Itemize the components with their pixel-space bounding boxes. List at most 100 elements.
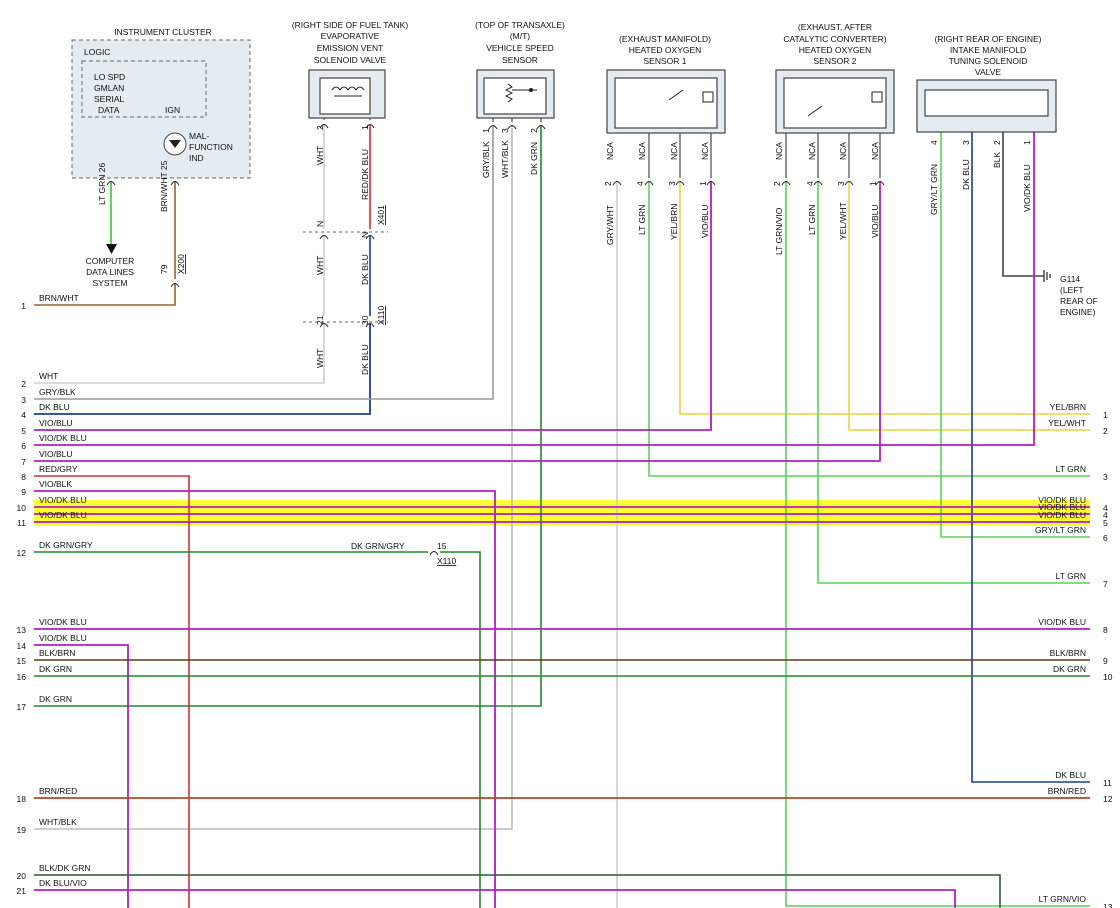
connector-icon [507, 125, 517, 130]
evap-label-1: (RIGHT SIDE OF FUEL TANK) [292, 20, 409, 30]
right-wire-label: VIO/DK BLU [1038, 617, 1086, 627]
right-wire-label: DK GRN [1053, 664, 1086, 674]
wire-brn-wht [34, 284, 176, 306]
ho2s1-inner [614, 77, 718, 129]
right-wire-label: VIO/DK BLU [1038, 510, 1086, 520]
computer-line-3: SYSTEM [93, 278, 128, 288]
left-pin-number: 6 [21, 441, 26, 451]
wire-label: GRY/BLK [481, 141, 491, 178]
evap-label-4: SOLENOID VALVE [314, 55, 387, 65]
connector-icon [488, 125, 498, 130]
ground-id: G114 [1060, 274, 1080, 284]
right-pin-number: 2 [1103, 426, 1108, 436]
left-pin-number: 12 [17, 548, 27, 558]
right-pin-number: 4 [1103, 503, 1108, 513]
left-wire-label: RED/GRY [39, 464, 78, 474]
wire-yel-wht [848, 182, 1090, 431]
ground-desc-1: (LEFT [1060, 285, 1084, 295]
left-wire-label: DK BLU [39, 402, 70, 412]
wire-blk-dk-grn [34, 874, 1001, 908]
wire-label: DK GRN [529, 142, 539, 175]
left-pin-number: 3 [21, 395, 26, 405]
wire-label: 2 [992, 140, 1002, 145]
right-pin-number: 11 [1103, 778, 1112, 788]
wire-label: NCA [870, 142, 880, 160]
ho2s2-label-3: HEATED OXYGEN [799, 45, 872, 55]
ho2s2-label-2: CATALYTIC CONVERTER) [783, 34, 886, 44]
lo-spd-line-4: DATA [98, 105, 120, 115]
ho2s1-label-1: (EXHAUST MANIFOLD) [619, 34, 711, 44]
left-wire-label: VIO/DK BLU [39, 433, 87, 443]
instrument-cluster: INSTRUMENT CLUSTER LOGIC LO SPD GMLAN SE… [71, 27, 251, 179]
instrument-cluster-box [71, 39, 251, 179]
ground-desc-2: REAR OF [1060, 296, 1098, 306]
wire-label: NCA [637, 142, 647, 160]
wire-label: 3 [961, 140, 971, 145]
heated-oxygen-sensor-2: (EXHAUST, AFTER CATALYTIC CONVERTER) HEA… [775, 22, 895, 134]
wire-label: NCA [774, 142, 784, 160]
wire-label: 15 [437, 541, 447, 551]
logic-label: LOGIC [84, 47, 110, 57]
left-wire-label: VIO/DK BLU [39, 495, 87, 505]
right-pin-number: 4 [1103, 510, 1108, 520]
wire-yel-brn [679, 182, 1090, 415]
left-pin-number: 9 [21, 487, 26, 497]
imtv-label-3: TUNING SOLENOID [949, 56, 1028, 66]
right-pin-number: 12 [1103, 794, 1113, 804]
left-pin-number: 17 [17, 702, 27, 712]
wire-vio-dk-blu [34, 644, 129, 908]
computer-line-1: COMPUTER [86, 256, 135, 266]
wire-label: 2 [315, 125, 325, 130]
connector-x110-icon [429, 551, 439, 556]
wire-label: VIO/BLU [870, 204, 880, 238]
ho2s2-inner [783, 77, 887, 129]
wire-label: WHT [315, 146, 325, 165]
left-wire-label: VIO/BLK [39, 479, 72, 489]
ho2s2-label-4: SENSOR 2 [814, 56, 857, 66]
connector-icon [644, 181, 654, 186]
left-wire-label: DK GRN/GRY [39, 540, 93, 550]
right-pin-number: 1 [1103, 410, 1108, 420]
imtv-label-4: VALVE [975, 67, 1001, 77]
ground-desc-3: ENGINE) [1060, 307, 1096, 317]
wire-label: YEL/BRN [669, 204, 679, 240]
left-pin-number: 7 [21, 457, 26, 467]
imtv-label-1: (RIGHT REAR OF ENGINE) [934, 34, 1041, 44]
wire-label: 4 [929, 140, 939, 145]
wire-label: 2 [603, 181, 613, 186]
connector-icon [365, 323, 375, 328]
wire-label: GRY/LT GRN [929, 164, 939, 215]
lo-spd-line-2: GMLAN [94, 83, 124, 93]
wire-label: NCA [700, 142, 710, 160]
left-wire-label: BRN/RED [39, 786, 77, 796]
arrow-down-icon [106, 244, 117, 254]
connector-icon [612, 181, 622, 186]
solenoid-coil-icon [331, 86, 365, 91]
left-pin-number: 19 [17, 825, 27, 835]
ho2s1-label-3: SENSOR 1 [644, 56, 687, 66]
connector-icon [536, 125, 546, 130]
right-wire-label: BLK/BRN [1050, 648, 1086, 658]
wire-dk-blu-vio [34, 889, 956, 908]
left-wire-label: VIO/DK BLU [39, 510, 87, 520]
mil-line-2: FUNCTION [189, 142, 233, 152]
left-pin-number: 15 [17, 656, 27, 666]
wire-lt-grn [648, 182, 1090, 477]
wire-label: GRY/WHT [605, 205, 615, 245]
left-wire-label: DK BLU/VIO [39, 878, 87, 888]
right-pin-number: 3 [1103, 472, 1108, 482]
left-pin-number: 14 [17, 641, 27, 651]
connector-icon [365, 235, 375, 240]
wire-label: WHT [315, 349, 325, 368]
heated-oxygen-sensor-1: (EXHAUST MANIFOLD) HEATED OXYGEN SENSOR … [606, 34, 726, 134]
connector-icon [319, 235, 329, 240]
wire-label: BRN/WHT 25 [159, 160, 169, 212]
wire-wht [34, 324, 325, 384]
left-pin-number: 5 [21, 426, 26, 436]
left-wire-label: VIO/DK BLU [39, 633, 87, 643]
connector-icon [319, 124, 329, 129]
